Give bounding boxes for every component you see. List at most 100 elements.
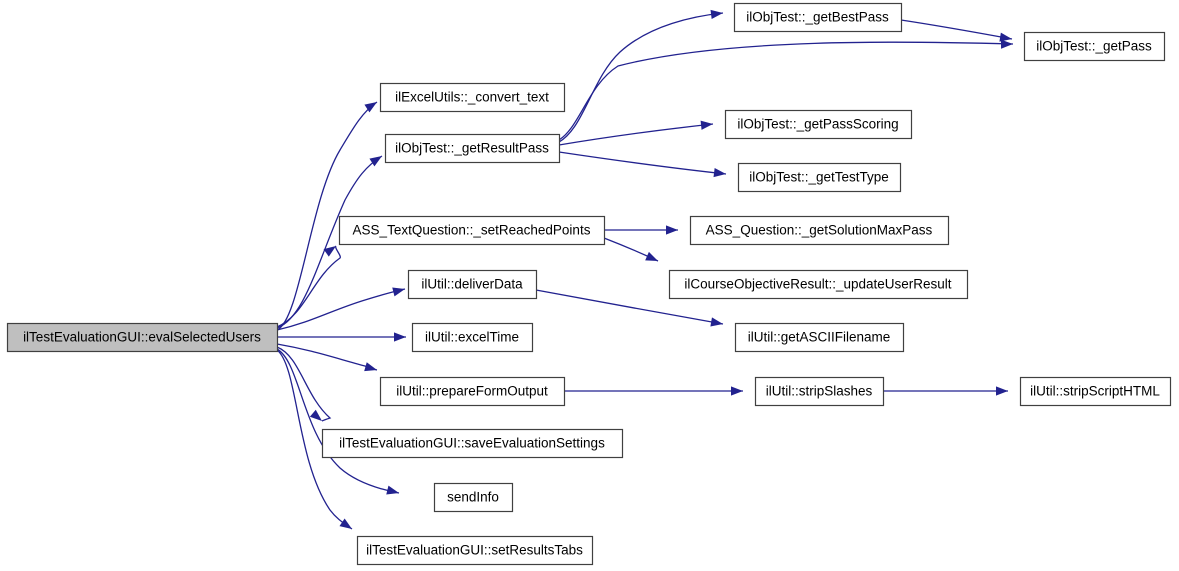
- arrowhead-icon: [710, 9, 723, 20]
- node-box-setReachedPoints[interactable]: [338, 215, 606, 246]
- arrowhead-15: [645, 251, 658, 261]
- arrowhead-icon: [364, 362, 377, 372]
- node-getASCIIFilename[interactable]: ilUtil::getASCIIFilename: [734, 322, 905, 353]
- arrowhead-icon: [645, 251, 658, 261]
- arrowhead-11: [713, 167, 726, 178]
- node-stripScriptHTML[interactable]: ilUtil::stripScriptHTML: [1019, 376, 1172, 407]
- node-getSolutionMaxPass[interactable]: ASS_Question::_getSolutionMaxPass: [689, 215, 950, 246]
- node-getTestType[interactable]: ilObjTest::_getTestType: [737, 162, 902, 193]
- node-box-deliverData[interactable]: [407, 269, 538, 300]
- node-label-deliverData: ilUtil::deliverData: [421, 277, 523, 292]
- node-box-excelTime[interactable]: [411, 322, 534, 353]
- node-box-convert_text[interactable]: [379, 82, 566, 113]
- edge-root-to-convert_text: [276, 101, 378, 331]
- arrowhead-icon: [309, 409, 322, 421]
- node-label-updateUserResult: ilCourseObjectiveResult::_updateUserResu…: [684, 277, 951, 292]
- arrowhead-7: [386, 485, 399, 495]
- arrowheads-layer: [309, 9, 1013, 529]
- arrowhead-icon: [700, 120, 713, 130]
- edge-root-to-saveEvalSettings: [276, 346, 332, 422]
- node-convert_text[interactable]: ilExcelUtils::_convert_text: [379, 82, 566, 113]
- edge-deliverData-to-getASCIIFilename: [535, 289, 724, 325]
- arrowhead-icon: [666, 225, 678, 235]
- node-box-getPassScoring[interactable]: [724, 109, 913, 140]
- node-label-setReachedPoints: ASS_TextQuestion::_setReachedPoints: [353, 223, 591, 238]
- node-label-getPassScoring: ilObjTest::_getPassScoring: [737, 117, 898, 132]
- node-label-convert_text: ilExcelUtils::_convert_text: [395, 90, 549, 105]
- node-box-stripScriptHTML[interactable]: [1019, 376, 1172, 407]
- node-setResultsTabs[interactable]: ilTestEvaluationGUI::setResultsTabs: [356, 535, 594, 566]
- arrowhead-5: [364, 362, 377, 372]
- arrowhead-14: [666, 225, 678, 235]
- arrowhead-icon: [996, 386, 1008, 396]
- node-label-stripSlashes: ilUtil::stripSlashes: [766, 384, 873, 399]
- arrowhead-icon: [392, 287, 405, 297]
- node-box-getResultPass[interactable]: [384, 133, 561, 164]
- edge-root-to-prepareFormOutput: [276, 343, 378, 371]
- node-label-saveEvalSettings: ilTestEvaluationGUI::saveEvaluationSetti…: [339, 436, 605, 451]
- arrowhead-icon: [999, 32, 1012, 42]
- node-box-sendInfo[interactable]: [433, 482, 514, 513]
- node-box-saveEvalSettings[interactable]: [321, 428, 624, 459]
- arrowhead-12: [1000, 39, 1013, 49]
- edge-getResultPass-to-getBestPass: [558, 12, 724, 143]
- node-prepareFormOutput[interactable]: ilUtil::prepareFormOutput: [379, 376, 566, 407]
- node-saveEvalSettings[interactable]: ilTestEvaluationGUI::saveEvaluationSetti…: [321, 428, 624, 459]
- node-label-excelTime: ilUtil::excelTime: [425, 330, 519, 345]
- arrowhead-icon: [710, 317, 723, 327]
- node-root[interactable]: ilTestEvaluationGUI::evalSelectedUsers: [6, 322, 279, 353]
- node-stripSlashes[interactable]: ilUtil::stripSlashes: [754, 376, 885, 407]
- node-label-getSolutionMaxPass: ASS_Question::_getSolutionMaxPass: [706, 223, 933, 238]
- node-label-setResultsTabs: ilTestEvaluationGUI::setResultsTabs: [366, 543, 583, 558]
- arrowhead-6: [309, 409, 322, 421]
- node-box-updateUserResult[interactable]: [668, 269, 969, 300]
- arrowhead-8: [339, 518, 352, 529]
- arrowhead-icon: [364, 102, 377, 113]
- node-box-getASCIIFilename[interactable]: [734, 322, 905, 353]
- edge-root-to-sendInfo: [276, 348, 400, 494]
- node-box-prepareFormOutput[interactable]: [379, 376, 566, 407]
- node-getPass[interactable]: ilObjTest::_getPass: [1023, 31, 1166, 62]
- arrowhead-icon: [713, 167, 726, 178]
- arrowhead-13: [999, 32, 1012, 42]
- node-label-prepareFormOutput: ilUtil::prepareFormOutput: [396, 384, 548, 399]
- node-box-getBestPass[interactable]: [733, 2, 903, 33]
- arrowhead-icon: [369, 156, 382, 167]
- edge-root-to-setReachedPoints: [276, 245, 341, 328]
- node-excelTime[interactable]: ilUtil::excelTime: [411, 322, 534, 353]
- node-updateUserResult[interactable]: ilCourseObjectiveResult::_updateUserResu…: [668, 269, 969, 300]
- arrowhead-icon: [339, 518, 352, 529]
- nodes-layer: ilTestEvaluationGUI::evalSelectedUsersil…: [6, 2, 1172, 566]
- edge-getResultPass-to-getPassScoring: [558, 123, 714, 146]
- edge-getResultPass-to-getPass: [558, 41, 1014, 141]
- arrowhead-18: [996, 386, 1008, 396]
- edges-layer: [276, 12, 1014, 530]
- arrowhead-icon: [386, 485, 399, 495]
- arrowhead-2: [323, 246, 336, 257]
- node-label-getBestPass: ilObjTest::_getBestPass: [746, 10, 889, 25]
- node-box-setResultsTabs[interactable]: [356, 535, 594, 566]
- node-label-getASCIIFilename: ilUtil::getASCIIFilename: [748, 330, 891, 345]
- node-getPassScoring[interactable]: ilObjTest::_getPassScoring: [724, 109, 913, 140]
- arrowhead-4: [394, 332, 406, 342]
- edge-getBestPass-to-getPass: [900, 19, 1013, 40]
- node-label-sendInfo: sendInfo: [447, 490, 499, 505]
- node-label-stripScriptHTML: ilUtil::stripScriptHTML: [1030, 384, 1160, 399]
- node-box-stripSlashes[interactable]: [754, 376, 885, 407]
- node-box-getSolutionMaxPass[interactable]: [689, 215, 950, 246]
- node-setReachedPoints[interactable]: ASS_TextQuestion::_setReachedPoints: [338, 215, 606, 246]
- node-getBestPass[interactable]: ilObjTest::_getBestPass: [733, 2, 903, 33]
- node-box-getTestType[interactable]: [737, 162, 902, 193]
- node-box-getPass[interactable]: [1023, 31, 1166, 62]
- node-box-root[interactable]: [6, 322, 279, 353]
- arrowhead-3: [392, 287, 405, 297]
- node-deliverData[interactable]: ilUtil::deliverData: [407, 269, 538, 300]
- node-sendInfo[interactable]: sendInfo: [433, 482, 514, 513]
- node-label-getResultPass: ilObjTest::_getResultPass: [395, 141, 549, 156]
- edge-getResultPass-to-getTestType: [558, 151, 727, 175]
- arrowhead-0: [364, 102, 377, 113]
- node-label-root: ilTestEvaluationGUI::evalSelectedUsers: [23, 330, 261, 345]
- node-getResultPass[interactable]: ilObjTest::_getResultPass: [384, 133, 561, 164]
